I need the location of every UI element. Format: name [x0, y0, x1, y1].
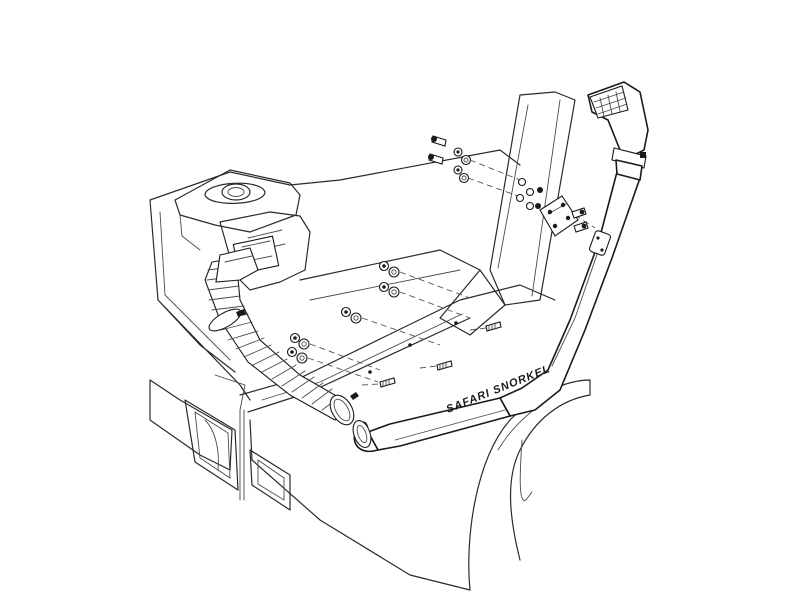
snorkel-horizontal [367, 397, 511, 451]
a-pillar-bracket [539, 195, 596, 237]
headlight [184, 399, 239, 491]
bonnet-outline [149, 149, 521, 401]
stud [485, 321, 502, 332]
stud [379, 377, 396, 388]
grille [149, 379, 233, 471]
windscreen-frame [489, 91, 576, 306]
hose-clamp [329, 394, 355, 426]
wheel-arch [468, 379, 591, 591]
bolt-set-fender-2 [340, 306, 441, 346]
snorkel-body: SAFARI SNORKEL [352, 171, 641, 452]
air-ram-clamp [611, 147, 647, 169]
bolt-set-upper [428, 135, 521, 197]
mounting-studs [361, 321, 502, 388]
indicator-lamp [249, 449, 291, 511]
fender-side [249, 419, 471, 591]
rubber-elbow [215, 247, 259, 283]
air-box-lid [204, 182, 266, 204]
stud [436, 360, 453, 371]
bolt-set-fender-3 [286, 332, 381, 383]
mounting-bolts [286, 135, 589, 383]
vehicle-body [149, 91, 591, 591]
bolt-set-bracket [515, 177, 589, 233]
hose-clamps [208, 308, 359, 426]
hose-ribs [206, 265, 342, 411]
bolt-set-fender-1 [378, 260, 471, 319]
snorkel-air-ram [587, 81, 649, 181]
